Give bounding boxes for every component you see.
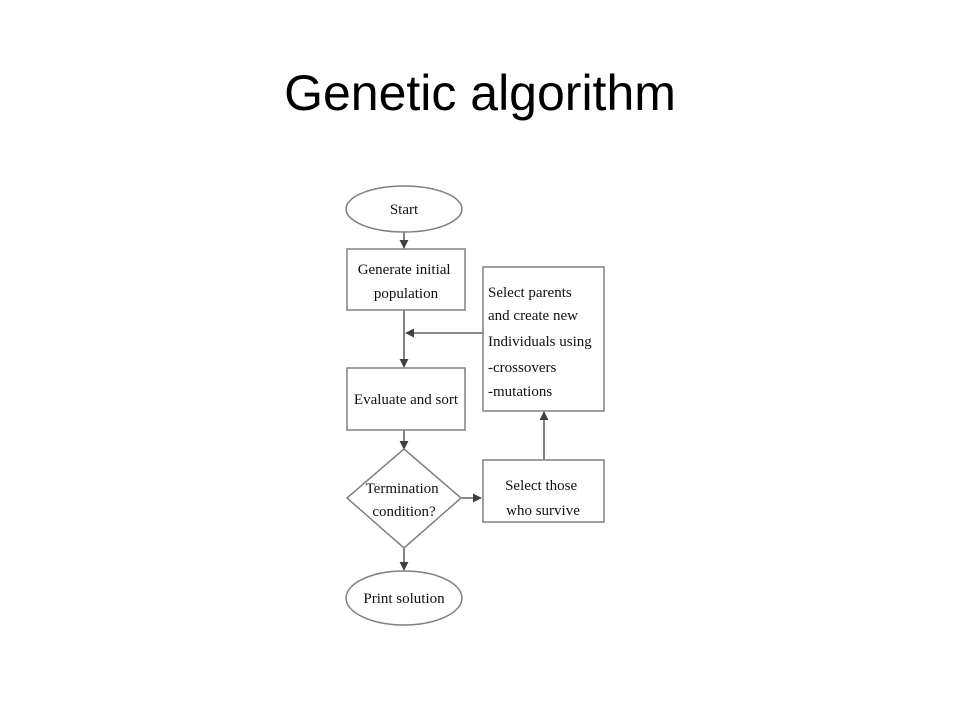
print-solution-label: Print solution bbox=[363, 591, 445, 607]
labels: Start Generate initial population Select… bbox=[354, 202, 596, 607]
start-label: Start bbox=[390, 202, 419, 218]
generate-population-label: Generate initial population bbox=[358, 262, 455, 302]
termination-decision bbox=[345, 448, 463, 549]
select-survivors-box bbox=[482, 459, 605, 523]
connectors bbox=[399, 232, 549, 571]
generate-population-box bbox=[346, 248, 466, 311]
select-survivors-label: Select those who survive bbox=[505, 478, 581, 519]
evaluate-sort-box bbox=[346, 367, 466, 431]
select-parents-box bbox=[482, 266, 605, 412]
shapes bbox=[345, 185, 605, 626]
evaluate-sort-label: Evaluate and sort bbox=[354, 392, 459, 408]
select-parents-label: Select parents and create new Individual… bbox=[488, 285, 596, 400]
print-solution-terminator bbox=[345, 570, 463, 626]
termination-label: Termination condition? bbox=[366, 481, 443, 520]
start-terminator bbox=[345, 185, 463, 233]
slide-title: Genetic algorithm bbox=[284, 65, 676, 121]
